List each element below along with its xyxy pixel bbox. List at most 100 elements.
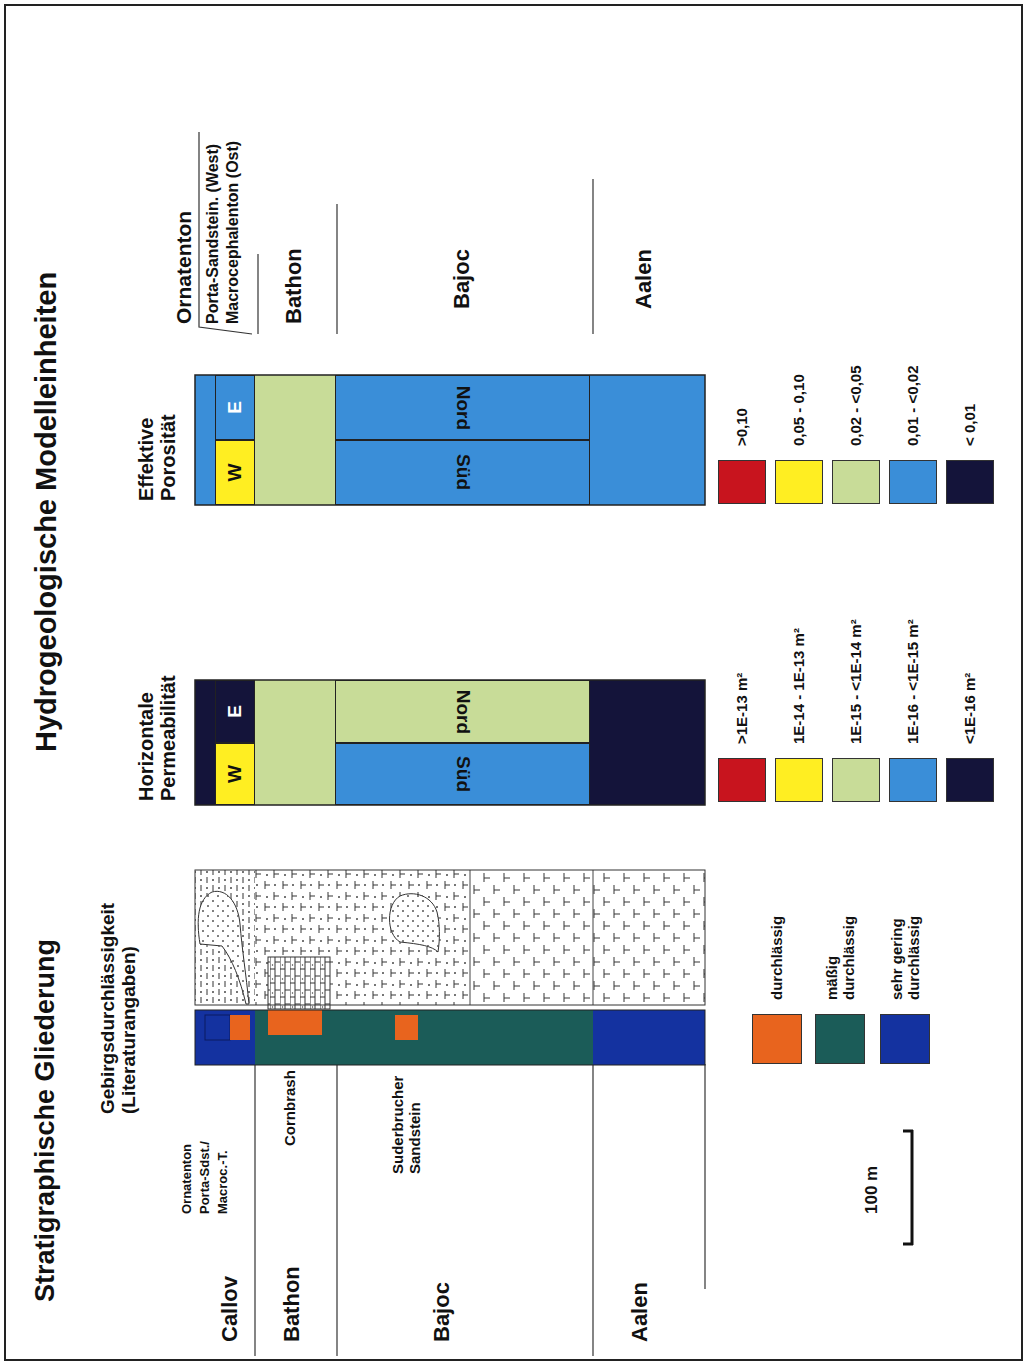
boundary-lines	[336, 204, 337, 334]
legend-text: durchlässig	[768, 916, 785, 1000]
legend-text: 0,02 - <0,05	[832, 366, 880, 446]
legend-text: mäßig durchlässig	[823, 916, 858, 1000]
region-label: Nord	[452, 385, 474, 429]
lithology-column	[470, 870, 705, 1005]
horizontal-permeability-column	[195, 680, 215, 805]
stage-name: Bajoc	[430, 1282, 455, 1342]
model-cell: E	[215, 375, 255, 440]
legend-swatch	[889, 460, 937, 504]
boundary-lines	[254, 1064, 255, 1356]
boundary-lines	[199, 132, 705, 1356]
effective-porosity-column	[195, 375, 705, 505]
region-label: Süd	[452, 455, 474, 491]
legend-text: <1E-16 m²	[961, 673, 978, 744]
legend-swatch	[718, 460, 766, 504]
lithology-column	[198, 891, 249, 1004]
legend-text: 1E-14 - 1E-13 m²	[790, 628, 807, 744]
model-cell: E	[215, 680, 255, 743]
model-cell: Süd	[335, 743, 590, 805]
legend-swatch	[889, 758, 937, 802]
horizontal-permeability-column	[255, 680, 335, 805]
permeability-column	[268, 1010, 322, 1035]
legend-swatch	[815, 1014, 865, 1064]
page-frame	[5, 5, 1022, 1360]
page-frame	[5, 5, 1022, 1360]
model-unit-name: Aalen	[632, 249, 657, 309]
boundary-lines	[592, 1064, 593, 1356]
region-label: W	[224, 464, 246, 482]
region-label: Nord	[452, 689, 474, 733]
legend-text: 1E-15 - <1E-14 m²	[832, 619, 880, 744]
lithology-column	[195, 870, 705, 1005]
legend-swatch	[775, 758, 823, 802]
horizontal-permeability-column	[195, 680, 705, 805]
model-cell: W	[215, 743, 255, 805]
effective-porosity-column	[255, 375, 335, 505]
legend-text: 0,02 - <0,05	[847, 366, 864, 446]
figure-heading: Stratigraphische Gliederung	[30, 939, 60, 1302]
model-unit-name: Macrocephalenton (Ost)	[224, 141, 242, 324]
permeability-column	[195, 1010, 705, 1065]
legend-text: >1E-13 m²	[733, 673, 750, 744]
lithology-column	[390, 894, 440, 952]
lithology-column	[390, 894, 440, 952]
scale-bar	[911, 1130, 914, 1245]
permeability-column	[205, 1015, 230, 1040]
column-heading: Horizontale Permeabilität	[135, 675, 180, 801]
legend-text: 1E-15 - <1E-14 m²	[847, 619, 864, 744]
effective-porosity-column	[195, 375, 705, 505]
permeability-column	[195, 1010, 705, 1065]
permeability-column	[255, 1010, 593, 1065]
legend-text: 0,05 - 0,10	[790, 374, 807, 446]
boundary-lines	[336, 1064, 337, 1356]
stage-name: Bathon	[280, 1266, 305, 1342]
legend-text: >0,10	[733, 408, 750, 446]
legend-text: >1E-13 m²	[718, 673, 766, 744]
permeability-column	[593, 1010, 705, 1065]
legend-text: 1E-14 - 1E-13 m²	[775, 628, 823, 744]
column-heading: Gebirgsdurchlässigkeit (Literaturangaben…	[97, 903, 140, 1114]
lithology-column	[198, 891, 249, 1004]
legend-swatch	[832, 758, 880, 802]
legend-text: < 0,01	[961, 404, 978, 446]
stage-name: Callov	[218, 1276, 243, 1342]
unit-name: Suderbrucher Sandstein	[390, 1076, 424, 1174]
effective-porosity-column	[195, 375, 215, 505]
model-unit-name: Porta-Sandstein. (West)	[204, 144, 222, 324]
legend-text: 0,05 - 0,10	[775, 374, 823, 446]
region-label: W	[224, 765, 246, 783]
legend-text: 0,01 - <0,02	[889, 366, 937, 446]
model-unit-name: Ornatenton	[172, 211, 196, 324]
model-cell: Nord	[335, 680, 590, 743]
model-column: Horizontale PermeabilitätWESüdNord	[195, 680, 705, 805]
region-label: E	[224, 401, 246, 414]
legend-text: 0,01 - <0,02	[904, 366, 921, 446]
boundary-lines	[199, 132, 252, 334]
stage-name: Aalen	[628, 1282, 653, 1342]
legend-text: 1E-16 - <1E-15 m²	[904, 619, 921, 744]
unit-name: Cornbrash	[282, 1070, 299, 1146]
lithology-column	[195, 870, 255, 1005]
legend-swatch	[718, 758, 766, 802]
scale-bar	[903, 1243, 913, 1246]
boundary-lines	[257, 254, 258, 334]
unit-name: Macroc.-T.	[216, 1150, 231, 1214]
scale-label: 100 m	[862, 1166, 881, 1214]
unit-name: Ornatenton	[180, 1144, 195, 1214]
lithology-column	[593, 870, 594, 1005]
permeability-column	[230, 1015, 250, 1040]
model-cell: Nord	[335, 375, 590, 440]
model-cell: Süd	[335, 440, 590, 505]
legend-swatch	[832, 460, 880, 504]
effective-porosity-column	[590, 375, 705, 505]
scale-bar	[903, 1130, 913, 1245]
legend-swatch	[946, 758, 994, 802]
column-heading: Effektive Porosität	[135, 414, 180, 501]
region-label: E	[224, 705, 246, 718]
lithology-column	[470, 870, 471, 1005]
model-cell: W	[215, 440, 255, 505]
permeability-column	[395, 1015, 418, 1040]
lithology-column	[195, 870, 705, 1009]
legend-text: 1E-16 - <1E-15 m²	[889, 619, 937, 744]
